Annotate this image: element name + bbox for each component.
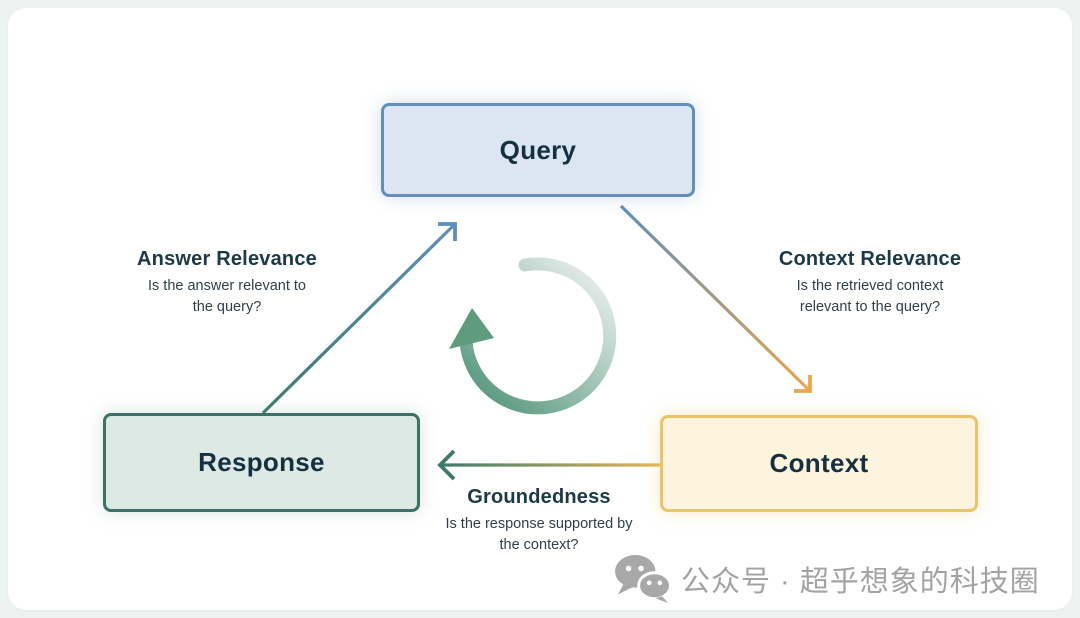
context-relevance-label: Context Relevance Is the retrieved conte… bbox=[740, 248, 1000, 318]
answer-relevance-description: Is the answer relevant to the query? bbox=[148, 278, 306, 316]
node-context-label: Context bbox=[769, 448, 869, 478]
watermark-text: 公众号 · 超乎想象的科技圈 bbox=[681, 566, 1040, 598]
wechat-icon bbox=[615, 554, 672, 604]
node-response: Response bbox=[103, 413, 420, 512]
node-query-label: Query bbox=[499, 134, 577, 165]
answer-relevance-label: Answer Relevance Is the answer relevant … bbox=[97, 248, 357, 318]
groundedness-title: Groundedness bbox=[467, 486, 611, 508]
context-relevance-description: Is the retrieved context relevant to the… bbox=[796, 278, 944, 316]
watermark: 公众号 · 超乎想象的科技圈 bbox=[612, 554, 1040, 604]
node-context: Context bbox=[660, 415, 978, 512]
node-response-label: Response bbox=[198, 447, 325, 477]
context-relevance-title: Context Relevance bbox=[778, 248, 962, 270]
groundedness-label: Groundedness Is the response supported b… bbox=[409, 486, 669, 556]
node-query: Query bbox=[381, 103, 695, 197]
groundedness-description: Is the response supported by the context… bbox=[445, 516, 633, 554]
answer-relevance-title: Answer Relevance bbox=[137, 248, 317, 270]
